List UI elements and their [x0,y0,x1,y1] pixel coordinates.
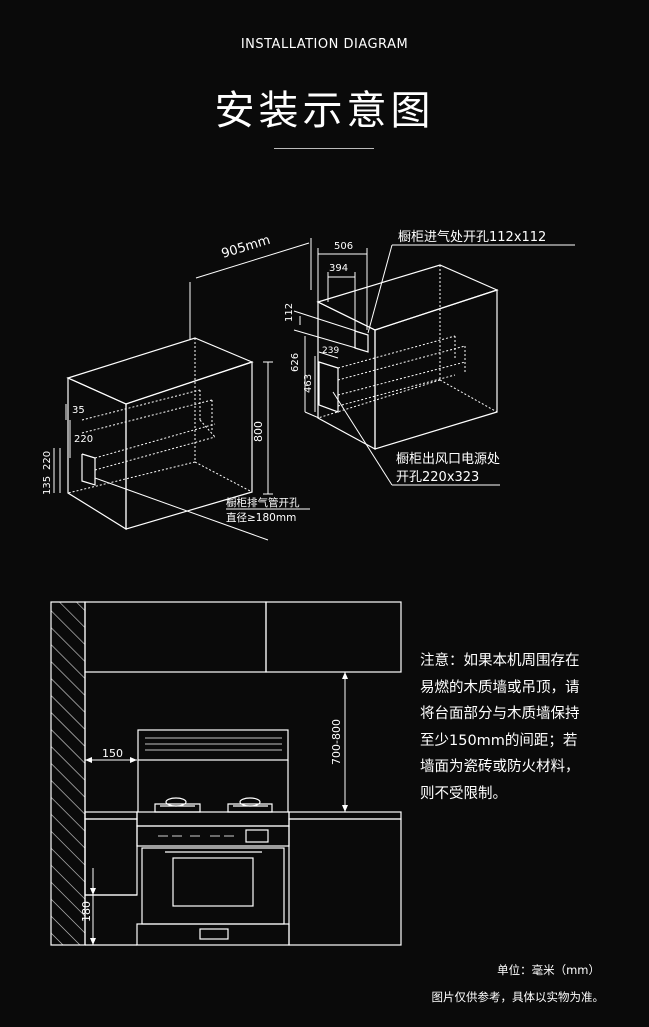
unit-label: 单位：毫米（mm） [497,963,600,977]
left-dimension-lines [53,238,312,541]
intake-callout: 橱柜进气处开孔112x112 [398,229,546,245]
dimension-arrows [85,672,348,945]
dim-394: 394 [329,263,348,274]
note-line-5: 墙面为瓷砖或防火材料， [420,759,580,775]
note-line-1: 注意：如果本机周围存在 [420,653,580,669]
dim-220-vertical: 220 [42,451,53,470]
safety-note: 注意：如果本机周围存在 易燃的木质墙或吊顶，请 将台面部分与木质墙保持 至少15… [420,648,620,807]
stove-back-panel [137,729,289,761]
left-cabinet [66,337,254,531]
dim-135: 135 [42,476,53,495]
right-cabinet [316,264,499,451]
dim-700-800: 700-800 [330,719,343,765]
dim-180: 180 [80,901,93,922]
kitchen-wall [50,601,86,946]
title-divider [274,148,374,149]
note-line-4: 至少150mm的间距；若 [420,732,578,749]
dim-506: 506 [334,241,353,252]
upper-cabinets [84,601,402,945]
note-line-2: 易燃的木质墙或吊顶，请 [420,679,580,696]
outlet-callout-line1: 橱柜出风口电源处 [396,452,500,467]
dim-150: 150 [102,747,123,760]
note-line-3: 将台面部分与木质墙保持 [420,706,580,722]
dim-239: 239 [322,346,339,356]
counters [84,811,402,946]
dim-112: 112 [284,303,295,322]
dim-35: 35 [72,405,85,416]
dim-800: 800 [252,421,265,442]
integrated-stove [136,760,290,946]
dim-626: 626 [290,353,301,372]
front-dimension-lines [85,671,350,945]
dim-220-small: 220 [74,434,93,445]
right-dimension-lines [293,244,575,486]
note-line-6: 则不受限制。 [420,785,507,802]
subtitle: INSTALLATION DIAGRAM [240,37,409,52]
exhaust-label-line1: 橱柜排气管开孔 [226,496,300,509]
disclaimer: 图片仅供参考，具体以实物为准。 [431,990,605,1004]
outlet-callout-line2: 开孔220x323 [396,470,479,485]
dim-463: 463 [303,374,314,393]
dim-905: 905mm [220,233,272,262]
exhaust-label-line2: 直径≥180mm [226,511,296,524]
page-title: 安装示意图 [214,88,435,134]
